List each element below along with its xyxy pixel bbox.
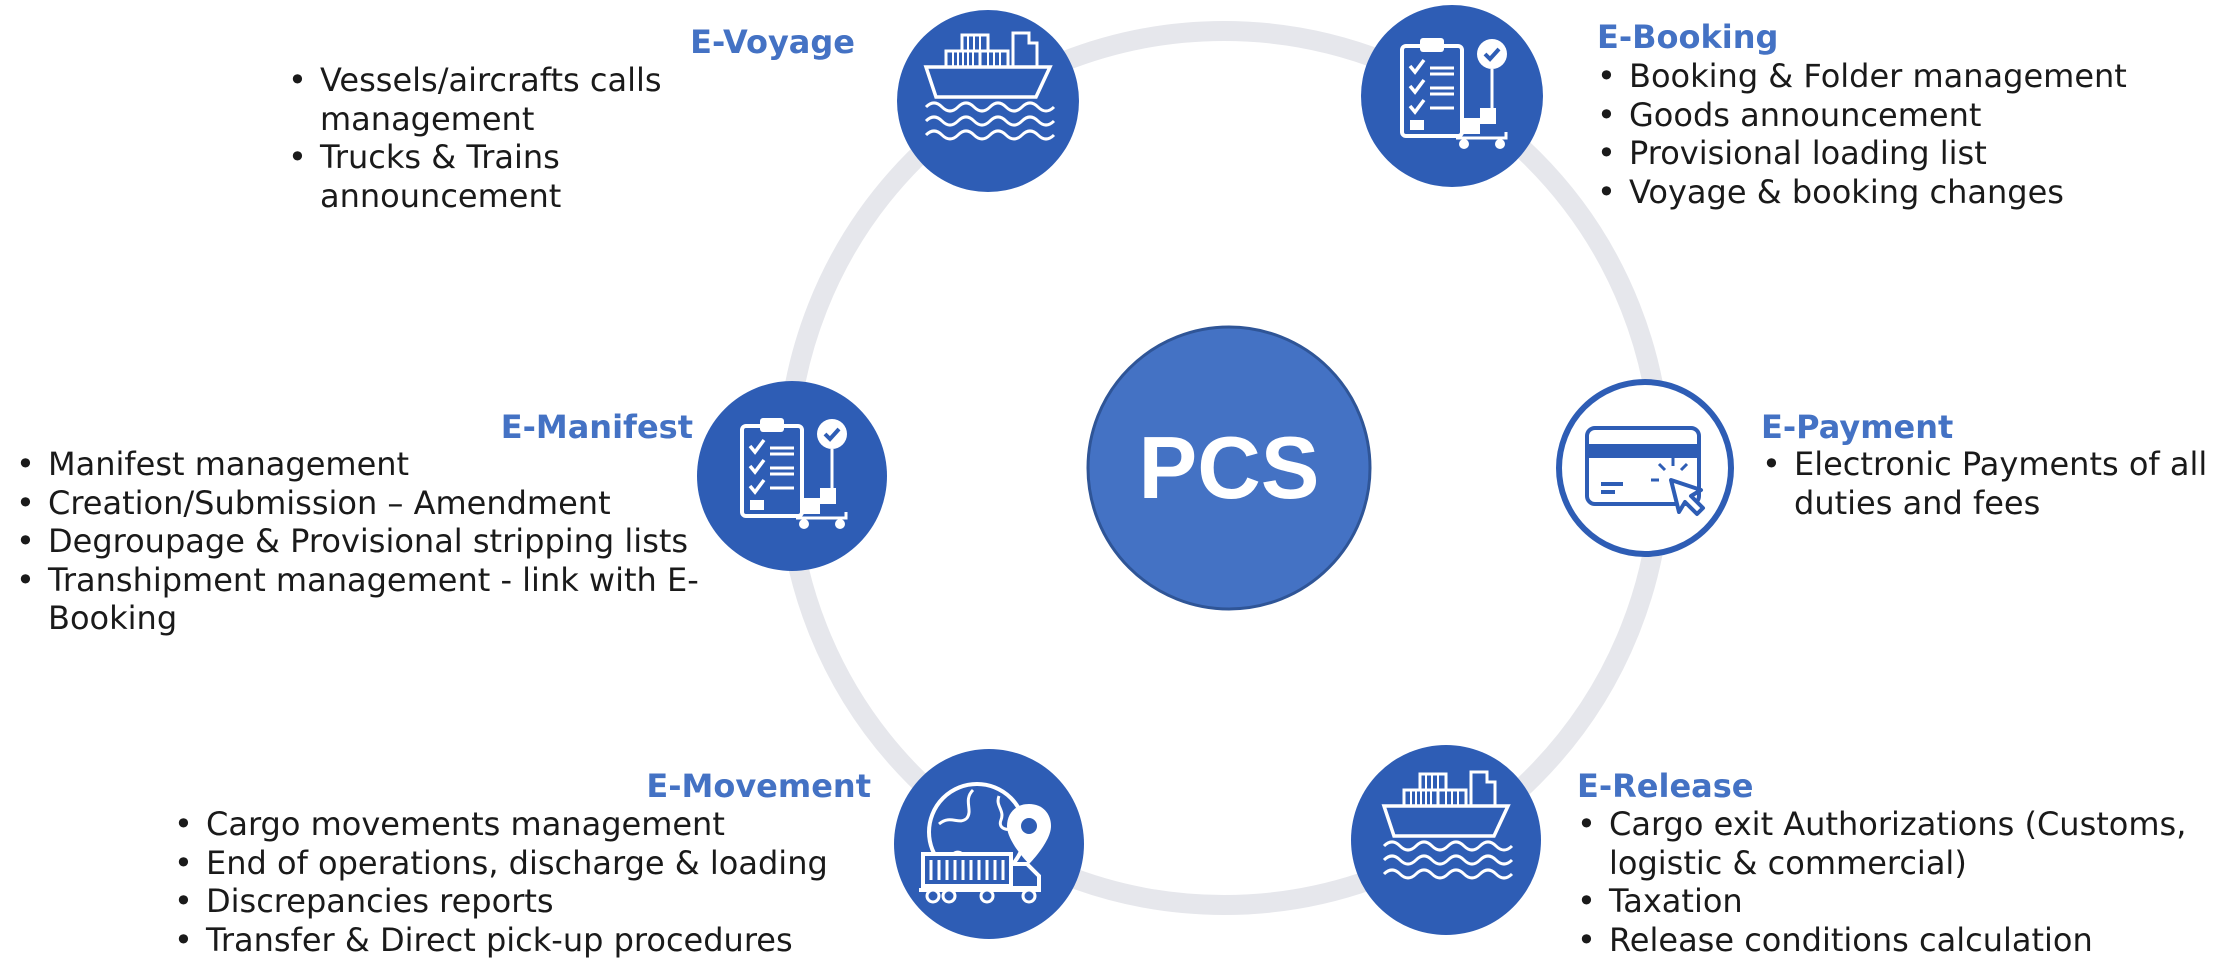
e-voyage-list: Vessels/aircrafts calls management Truck…	[282, 61, 742, 215]
list-item: Electronic Payments of all duties and fe…	[1756, 445, 2226, 522]
e-manifest-title: E-Manifest	[400, 408, 693, 446]
center-node: PCS	[1088, 327, 1370, 609]
list-item: Taxation	[1571, 882, 2231, 921]
e-movement-node	[894, 749, 1084, 939]
list-item: Trucks & Trains announcement	[282, 138, 742, 215]
list-item: Manifest management	[10, 445, 700, 484]
center-label: PCS	[1139, 418, 1320, 517]
list-item: Provisional loading list	[1591, 134, 2231, 173]
list-item: Discrepancies reports	[168, 882, 868, 921]
list-item: Cargo exit Authorizations (Customs, logi…	[1571, 805, 2231, 882]
e-voyage-node	[897, 10, 1079, 192]
list-item: End of operations, discharge & loading	[168, 844, 868, 883]
e-voyage-title: E-Voyage	[560, 23, 855, 61]
e-payment-list: Electronic Payments of all duties and fe…	[1756, 445, 2226, 522]
list-item: Booking & Folder management	[1591, 57, 2231, 96]
e-movement-title: E-Movement	[560, 767, 871, 805]
e-release-node	[1351, 745, 1541, 935]
list-item: Voyage & booking changes	[1591, 173, 2231, 212]
e-movement-list: Cargo movements management End of operat…	[168, 805, 868, 959]
e-payment-title: E-Payment	[1761, 408, 2061, 446]
list-item: Goods announcement	[1591, 96, 2231, 135]
list-item: Degroupage & Provisional stripping lists	[10, 522, 700, 561]
list-item: Vessels/aircrafts calls management	[282, 61, 742, 138]
list-item: Transhipment management - link with E-Bo…	[10, 561, 700, 638]
e-manifest-node	[697, 381, 887, 571]
e-booking-list: Booking & Folder management Goods announ…	[1591, 57, 2231, 211]
list-item: Creation/Submission – Amendment	[10, 484, 700, 523]
e-release-list: Cargo exit Authorizations (Customs, logi…	[1571, 805, 2231, 959]
list-item: Cargo movements management	[168, 805, 868, 844]
e-booking-node	[1361, 5, 1543, 187]
list-item: Release conditions calculation	[1571, 921, 2231, 959]
e-payment-node	[1559, 382, 1731, 554]
e-release-title: E-Release	[1577, 767, 1977, 805]
list-item: Transfer & Direct pick-up procedures	[168, 921, 868, 959]
e-manifest-list: Manifest management Creation/Submission …	[10, 445, 700, 638]
e-booking-title: E-Booking	[1597, 18, 1997, 56]
